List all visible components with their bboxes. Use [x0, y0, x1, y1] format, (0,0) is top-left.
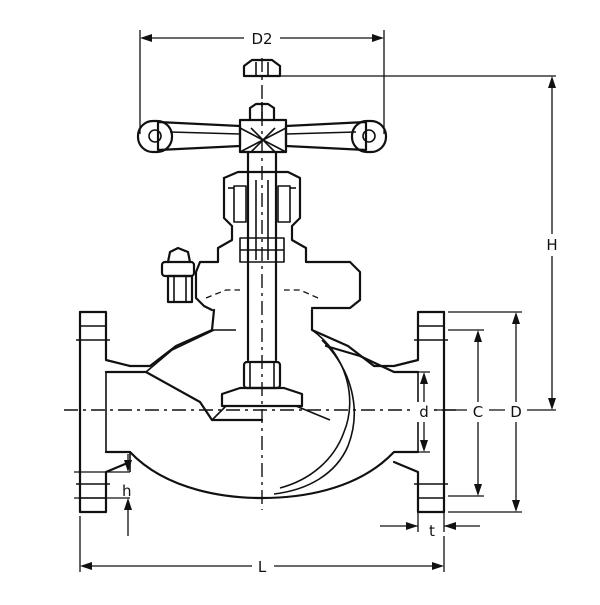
dimension-h-height: H [280, 75, 562, 411]
dimension-d-bore: d [394, 371, 434, 453]
label-c: C [473, 403, 483, 421]
stem [246, 150, 278, 362]
label-l: L [258, 558, 267, 576]
label-h-small: h [122, 482, 132, 500]
label-d-small: d [419, 403, 429, 421]
dimension-d2: D2 [139, 28, 385, 134]
label-h: H [546, 236, 557, 254]
center-lines [64, 58, 460, 510]
handwheel [136, 58, 388, 154]
dimension-h-small: h [74, 454, 132, 536]
yoke-bonnet [160, 170, 362, 312]
dimension-l: L [79, 516, 445, 576]
dimension-t: t [380, 512, 480, 540]
dimension-c: C [448, 329, 489, 497]
label-t: t [429, 522, 435, 540]
dimension-d-flange: D [448, 311, 527, 513]
label-d2: D2 [251, 30, 272, 48]
label-d-large: D [510, 403, 522, 421]
